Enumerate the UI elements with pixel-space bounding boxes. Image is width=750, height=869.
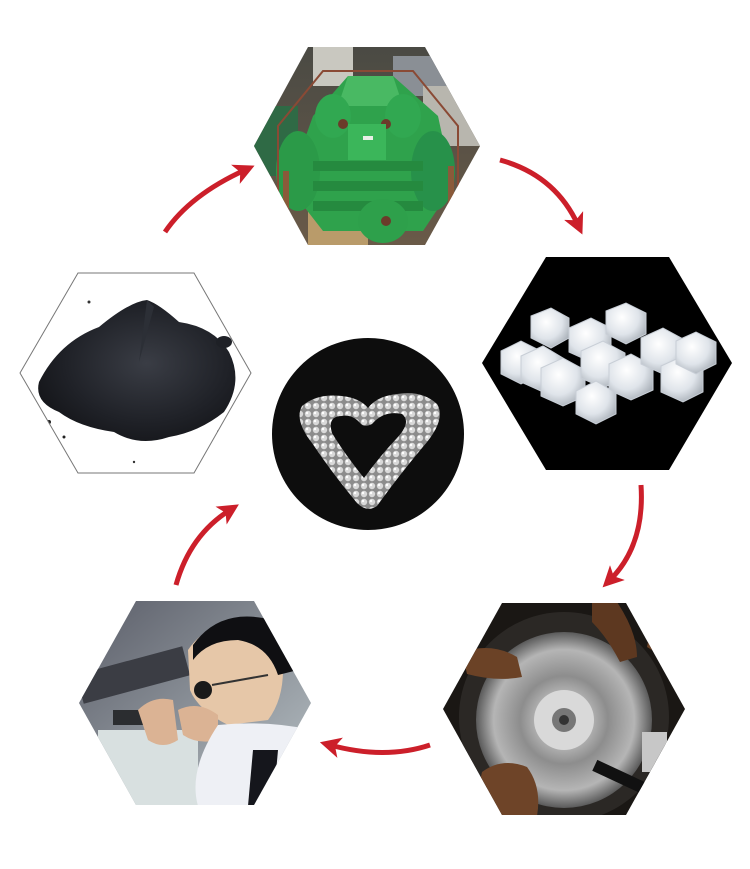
arrow-press-to-crystals — [499, 157, 584, 235]
arrow-powder-to-press — [162, 164, 255, 234]
heart-diamonds-icon — [272, 338, 464, 530]
step-rough-crystals: Rough lab-grown diamond crystals — [481, 256, 733, 471]
arrow-polishing-to-inspection — [319, 737, 431, 758]
crystals-icon — [482, 257, 732, 470]
inspector-icon — [79, 601, 311, 805]
arrow-inspection-to-center — [173, 504, 239, 586]
step-inspection: Loupe inspection — [78, 600, 312, 806]
step-polishing-wheel: Diamond polishing wheel — [442, 602, 686, 816]
press-machine-icon — [254, 47, 480, 245]
powder-pile-icon — [19, 272, 252, 474]
polishing-wheel-icon — [443, 603, 685, 815]
arrow-crystals-to-polishing — [602, 484, 644, 588]
center-finished-diamonds: Polished diamonds in heart shape — [272, 338, 464, 530]
step-graphite-powder: Graphite powder — [19, 272, 252, 474]
step-press-machine: Cubic press machine — [253, 46, 481, 246]
